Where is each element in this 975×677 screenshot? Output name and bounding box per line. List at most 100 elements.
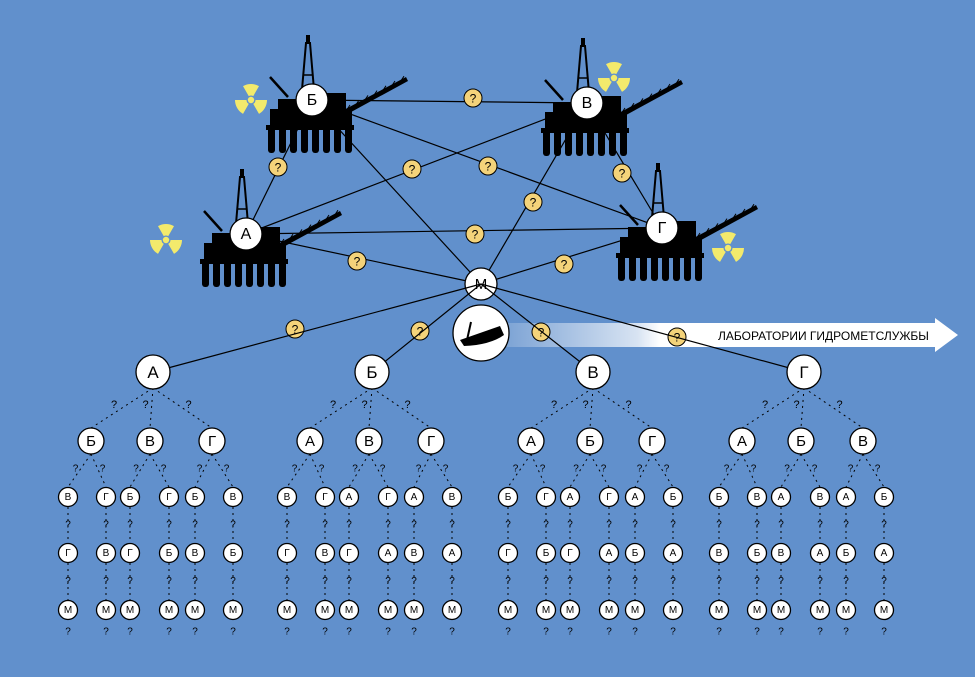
radiation-blade (158, 224, 174, 237)
hub-edge (480, 283, 594, 373)
node-circle (624, 599, 646, 621)
node-label: М (669, 605, 677, 616)
node-label: В (192, 548, 199, 559)
arrow-label: ЛАБОРАТОРИИ ГИДРОМЕТСЛУЖБЫ (718, 329, 929, 343)
edge-question: ? (716, 520, 722, 531)
second-level-node: Г (198, 427, 226, 455)
leaf-node: А (598, 542, 620, 564)
hub-edge (371, 283, 482, 373)
boom-lattice (722, 218, 728, 225)
node-circle (535, 486, 557, 508)
edge-question: ? (632, 576, 638, 587)
edge-question: ? (843, 576, 849, 587)
dotted-edge (149, 387, 154, 429)
edge-question: ? (166, 576, 172, 587)
oil-platform-icon (541, 38, 683, 156)
node-circle (662, 542, 684, 564)
node-circle (624, 486, 646, 508)
edge-question: ? (322, 520, 328, 531)
node-circle (708, 486, 730, 508)
node-label: Б (230, 548, 237, 559)
node-label: М (64, 605, 72, 616)
platform-leg (565, 130, 572, 156)
leaf-question: ? (567, 627, 573, 638)
node-label: Г (166, 492, 172, 503)
leaf-question: ? (230, 627, 236, 638)
question-badge: ? (612, 163, 632, 183)
leaf-node: Б (873, 486, 895, 508)
edge-question: ? (670, 576, 676, 587)
node-circle (77, 427, 105, 455)
node-circle (746, 486, 768, 508)
leaf-node: А (377, 542, 399, 564)
leaf-node: В (770, 542, 792, 564)
leaf-node: М (95, 599, 117, 621)
leaf-node: В (222, 486, 244, 508)
node-label: В (65, 492, 72, 503)
dotted-edge (651, 453, 674, 488)
edge-question: ? (166, 520, 172, 531)
boom-lattice (399, 75, 405, 83)
node-label: В (284, 492, 291, 503)
leaf-node: М (314, 599, 336, 621)
crane-arm (269, 76, 289, 98)
platform-leg (629, 255, 636, 281)
platform-leg (246, 261, 253, 287)
platform-leg (202, 261, 209, 287)
node-circle (95, 599, 117, 621)
node-circle (441, 599, 463, 621)
boom-lattice (288, 233, 294, 241)
platform-leg (224, 261, 231, 287)
edge-question: ? (404, 399, 410, 411)
edge-question: ? (812, 464, 818, 475)
node-circle (57, 599, 79, 621)
edge-question: ? (540, 464, 546, 475)
node-circle (787, 427, 815, 455)
platform-leg (587, 130, 594, 156)
question-mark: ? (470, 92, 477, 106)
node-circle (576, 427, 604, 455)
node-circle (222, 486, 244, 508)
node-circle (377, 486, 399, 508)
node-label: М (777, 605, 785, 616)
node-label: М (880, 605, 888, 616)
leaf-node: А (624, 486, 646, 508)
dotted-edge (90, 453, 107, 488)
boat-hull (460, 326, 504, 346)
question-circle (612, 163, 632, 183)
node-label: Б (585, 433, 595, 450)
edge-question: ? (817, 576, 823, 587)
node-circle (276, 542, 298, 564)
edge-question: ? (346, 576, 352, 587)
edge-question: ? (632, 520, 638, 531)
lower-deck (266, 125, 354, 130)
question-mark: ? (472, 228, 479, 242)
permutation-tree: ??В?Г?М??Г?В?М?Б??Б?Г?М??Г?Б?М?В??Б?В?М?… (57, 283, 895, 638)
node-label: М (321, 605, 329, 616)
node-circle (296, 427, 324, 455)
leaf-node: В (184, 542, 206, 564)
edge-question: ? (582, 399, 588, 411)
leaf-node: Б (746, 542, 768, 564)
edge-question: ? (185, 399, 191, 411)
radiation-blade (606, 61, 622, 75)
node-circle (746, 542, 768, 564)
leaf-node: А (770, 486, 792, 508)
leaf-node: М (403, 599, 425, 621)
boom-lattice (731, 213, 737, 221)
dotted-edge (862, 453, 885, 488)
node-label: Г (799, 363, 808, 382)
leaf-question: ? (505, 627, 511, 638)
first-level-node: Г (786, 354, 822, 390)
leaf-question: ? (754, 627, 760, 638)
node-label: М (283, 605, 291, 616)
edge-question: ? (881, 520, 887, 531)
hub-edge (152, 283, 482, 373)
node-circle (403, 486, 425, 508)
node-circle (809, 486, 831, 508)
edge-question: ? (601, 464, 607, 475)
node-label: В (587, 363, 598, 382)
leaf-node: М (835, 599, 857, 621)
node-label: М (384, 605, 392, 616)
